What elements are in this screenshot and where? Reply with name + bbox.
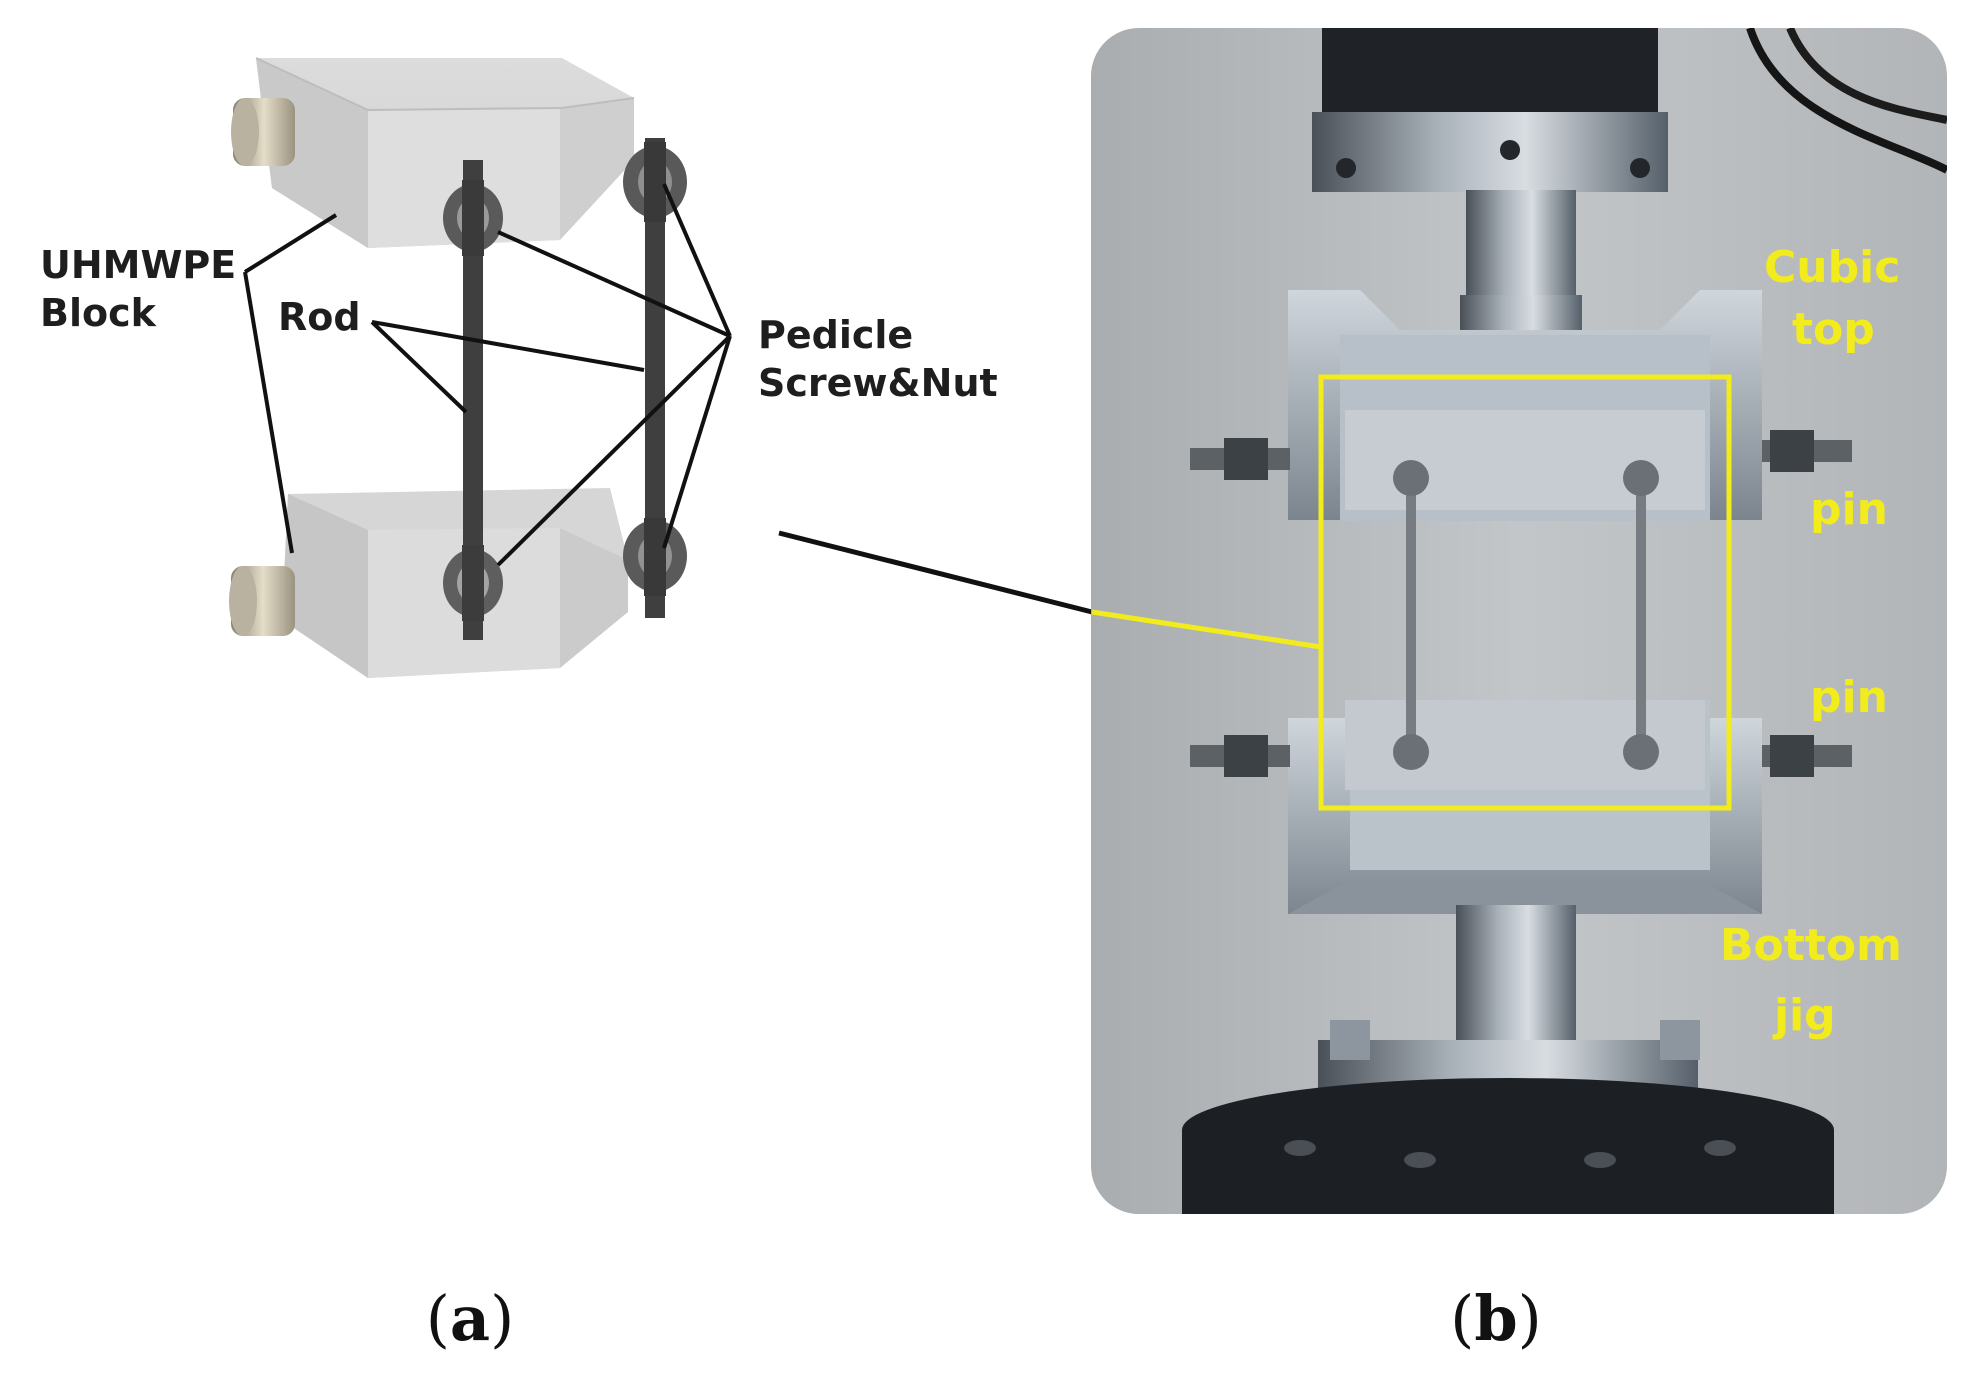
- connector-line-yellow: [1091, 609, 1322, 650]
- top-actuator: [1312, 28, 1668, 351]
- panel-b-photo: [1091, 28, 1947, 1214]
- panel-a-model: [229, 57, 687, 678]
- bottom-jig-label-line2: jig: [1772, 990, 1836, 1041]
- pin-label-lower: pin: [1810, 672, 1888, 723]
- photo-rod-right: [1636, 465, 1646, 765]
- connector-line-dark: [778, 530, 1093, 615]
- rod-right: [645, 138, 665, 618]
- panel-a-leader-lines: [243, 183, 732, 567]
- block-side-pin-upper: [231, 98, 295, 166]
- photo-rod-left: [1406, 465, 1416, 765]
- rod-label: Rod: [278, 295, 361, 339]
- photo-upper-block: [1345, 410, 1705, 510]
- cubic-top-label-line1: Cubic: [1764, 242, 1900, 293]
- uhmwpe-block-label-line1: UHMWPE: [40, 243, 236, 287]
- rod-left: [463, 160, 483, 640]
- photo-side-pins: [1190, 430, 1852, 777]
- pedicle-screw-label-line2: Screw&Nut: [758, 361, 998, 405]
- pedicle-screw-nut-bottom-right: [623, 518, 687, 596]
- pedicle-screw-nut-top-left: [443, 180, 503, 256]
- bottom-actuator: [1182, 905, 1834, 1214]
- pedicle-screw-label-line1: Pedicle: [758, 313, 913, 357]
- caption-b: (b): [1450, 1282, 1542, 1355]
- cubic-top-label-line2: top: [1792, 304, 1875, 355]
- bottom-jig-label-line1: Bottom: [1720, 920, 1902, 971]
- caption-a: (a): [426, 1282, 515, 1355]
- highlight-box: [1318, 374, 1732, 811]
- uhmwpe-block-label-line2: Block: [40, 291, 157, 335]
- pin-label-upper: pin: [1810, 484, 1888, 535]
- pedicle-screw-nut-bottom-left: [443, 545, 503, 621]
- block-side-pin-lower: [229, 566, 295, 636]
- lower-uhmwpe-block: [282, 488, 628, 678]
